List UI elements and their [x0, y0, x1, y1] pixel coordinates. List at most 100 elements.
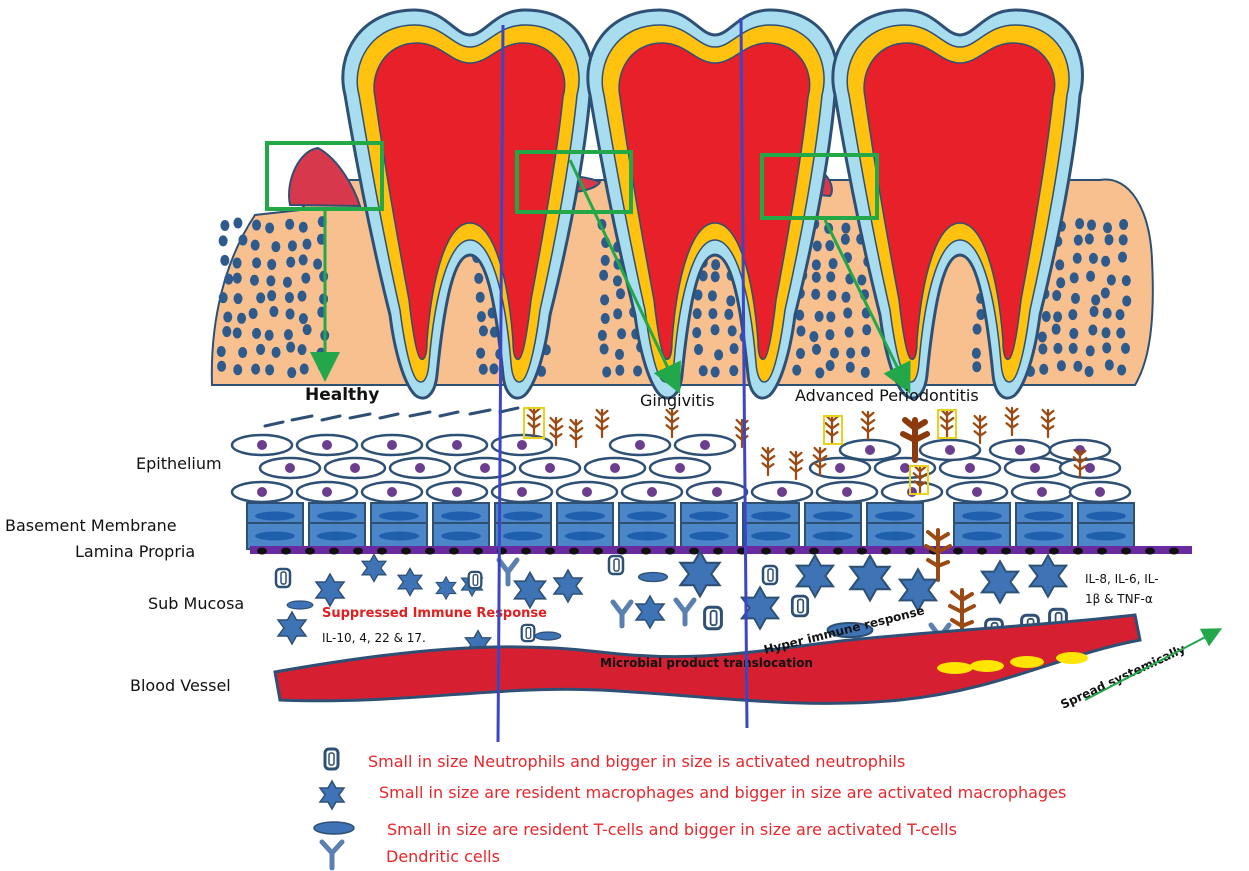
bone-dot: [300, 364, 309, 375]
lamina-dot: [1169, 548, 1179, 555]
legend-macrophage-icon: [320, 781, 344, 809]
bone-dot: [272, 347, 281, 358]
basement-membrane-cell: [954, 523, 1010, 549]
bone-dot: [1119, 234, 1128, 245]
bone-dot: [489, 363, 498, 374]
bone-dot: [1052, 324, 1061, 335]
lamina-dot: [473, 548, 483, 555]
neutrophil-icon: [763, 566, 777, 584]
basement-membrane-cell: [743, 523, 799, 549]
bone-dot: [812, 344, 821, 355]
epithelial-cell: [947, 482, 1007, 502]
bone-dot: [796, 325, 805, 336]
bone-dot: [302, 239, 311, 250]
bone-dot: [1075, 218, 1084, 229]
bone-dot: [303, 324, 312, 335]
macrophage-icon: [680, 552, 719, 597]
bone-dot: [1071, 293, 1080, 304]
legend-dendritic-cell-icon: [322, 842, 342, 868]
epithelial-cell: [675, 435, 735, 455]
macrophage-icon: [554, 570, 582, 602]
t-cell-icon: [535, 632, 561, 640]
bone-dot: [476, 348, 485, 359]
bone-dot: [728, 325, 737, 336]
bone-dot: [972, 348, 981, 359]
lamina-dot: [617, 548, 627, 555]
bone-dot: [233, 364, 242, 375]
lamina-dot: [905, 548, 915, 555]
bone-dot: [845, 327, 854, 338]
bone-dot: [256, 344, 265, 355]
bone-dot: [1102, 342, 1111, 353]
basement-membrane-cell: [805, 523, 861, 549]
lamina-dot: [401, 548, 411, 555]
epithelial-cell: [520, 458, 580, 478]
bone-dot: [269, 306, 278, 317]
epithelium-cells: [232, 435, 1130, 502]
bacterium-icon: [790, 452, 803, 479]
lamina-dot: [1001, 548, 1011, 555]
bone-dot: [1068, 309, 1077, 320]
bone-dot: [841, 292, 850, 303]
epithelial-cell: [882, 482, 942, 502]
basement-membrane-cell: [1078, 523, 1134, 549]
bone-dot: [708, 290, 717, 301]
bone-dot: [815, 311, 824, 322]
legend-t-cell-icon: [314, 822, 354, 834]
bone-dot: [1118, 252, 1127, 263]
lamina-dot: [1025, 548, 1035, 555]
bone-dot: [813, 240, 822, 251]
epithelial-cell: [1060, 458, 1120, 478]
bacterium-icon: [974, 416, 987, 443]
bone-dot: [811, 289, 820, 300]
bone-dot: [1086, 271, 1095, 282]
stage-label-advanced-periodontitis: Advanced Periodontitis: [795, 386, 979, 405]
bone-dot: [861, 346, 870, 357]
lamina-dot: [569, 548, 579, 555]
legend: Small in size Neutrophils and bigger in …: [314, 749, 1066, 868]
bone-dot: [238, 235, 247, 246]
epithelial-cell: [260, 458, 320, 478]
bone-dot: [613, 275, 622, 286]
epithelial-cell: [557, 482, 617, 502]
bone-dot: [829, 258, 838, 269]
bone-dot: [299, 222, 308, 233]
macrophage-icon: [636, 596, 664, 628]
bone-dot: [792, 365, 801, 376]
bone-dot: [299, 254, 308, 265]
basement-membrane-cell: [867, 523, 923, 549]
lamina-dot: [1121, 548, 1131, 555]
bacterium-icon: [596, 410, 609, 437]
epithelial-cell: [455, 458, 515, 478]
bone-dot: [301, 273, 310, 284]
bone-dot: [617, 328, 626, 339]
lamina-dot: [833, 548, 843, 555]
bone-dot: [1104, 234, 1113, 245]
bone-dot: [601, 313, 610, 324]
bone-dot: [250, 275, 259, 286]
bone-dot: [1121, 343, 1130, 354]
bone-dot: [1039, 364, 1048, 375]
bone-dot: [223, 312, 232, 323]
flattened-surface-cells: [265, 408, 518, 426]
legend-text-dendritic-cells: Dendritic cells: [386, 847, 500, 866]
bone-dot: [812, 272, 821, 283]
bone-dot: [1122, 295, 1131, 306]
bone-dot: [237, 313, 246, 324]
bone-dot: [1052, 290, 1061, 301]
bacterium-icon: [1042, 410, 1055, 437]
epithelial-cell: [817, 482, 877, 502]
basement-membrane-cell: [309, 523, 365, 549]
bone-dot: [283, 277, 292, 288]
bone-dot: [1057, 360, 1066, 371]
annotation-pro-cytokines-line2: 1β & TNF-α: [1085, 592, 1153, 606]
bone-dot: [220, 220, 229, 231]
bone-dot: [815, 367, 824, 378]
bone-dot: [233, 258, 242, 269]
bone-dot: [251, 364, 260, 375]
lamina-dot: [1097, 548, 1107, 555]
lamina-dot: [881, 548, 891, 555]
bacterium-icon: [736, 420, 749, 447]
basement-membrane-cell: [1016, 523, 1072, 549]
bone-dot: [234, 293, 243, 304]
